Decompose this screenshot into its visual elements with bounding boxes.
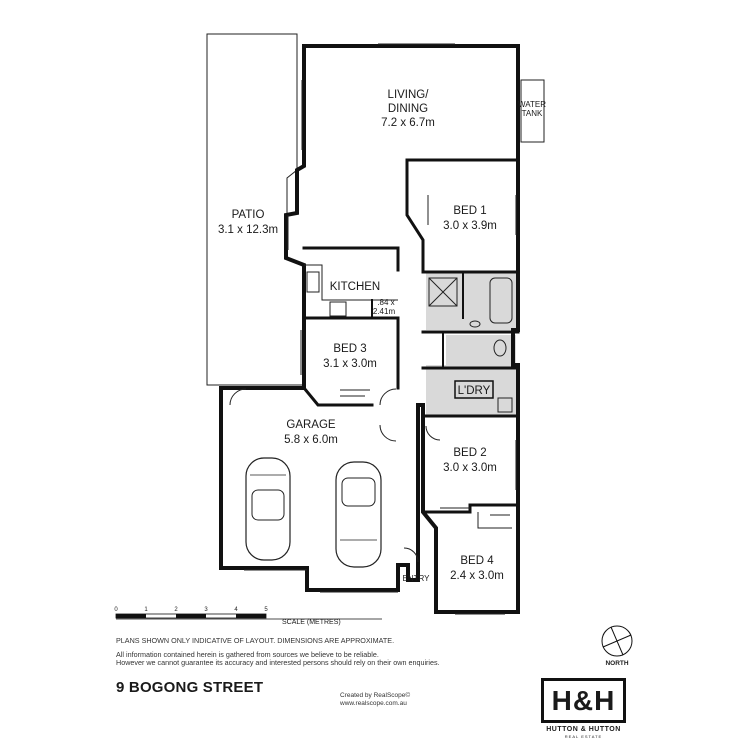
- credit-line-1: Created by RealScope©: [340, 692, 411, 699]
- north-label: NORTH: [605, 660, 629, 667]
- scale-tick-2: 2: [174, 607, 178, 613]
- car-left: [245, 457, 291, 561]
- shower: [428, 277, 458, 307]
- ldry-label: L'DRY: [458, 385, 491, 397]
- shower-diagonal-2: [428, 277, 458, 307]
- garage-internal-door-swing: [379, 424, 397, 442]
- living-label-2: DINING: [388, 103, 428, 115]
- address-title: 9 BOGONG STREET: [116, 679, 264, 696]
- kitchen-sink: [306, 271, 320, 293]
- ensuite-floor: [426, 272, 518, 330]
- patio-label: PATIO: [232, 209, 265, 221]
- cooktop: [329, 301, 347, 317]
- disclaimer-line-1: PLANS SHOWN ONLY INDICATIVE OF LAYOUT. D…: [116, 636, 395, 645]
- kitchen-label: KITCHEN: [330, 281, 380, 293]
- entry-label: ENTRY: [403, 574, 431, 583]
- scale-tick-1: 1: [144, 607, 148, 613]
- bed4-dims: 2.4 x 3.0m: [450, 570, 504, 582]
- garage-label: GARAGE: [286, 419, 336, 431]
- hall-door-swing: [379, 388, 397, 406]
- bed1-left-wall: [405, 158, 425, 274]
- scale-tick-0: 0: [114, 607, 118, 613]
- toilet: [493, 339, 507, 357]
- agency-logo: H&H: [541, 678, 626, 723]
- bed3-robe: [340, 389, 370, 397]
- ldry-label-box: [454, 380, 494, 399]
- bed3-dims: 3.1 x 3.0m: [323, 358, 377, 370]
- patio-dims: 3.1 x 12.3m: [218, 224, 278, 236]
- living-label: LIVING/: [388, 89, 430, 101]
- bed2-bottom-wall: [421, 503, 520, 514]
- bed3-label: BED 3: [333, 343, 366, 355]
- laundry-floor: [426, 365, 518, 415]
- garage-dims: 5.8 x 6.0m: [284, 434, 338, 446]
- credit-line-2: www.realscope.com.au: [340, 699, 407, 707]
- scale-tick-3: 3: [204, 607, 208, 613]
- bed1-label: BED 1: [453, 205, 486, 217]
- scale-bar: [115, 613, 382, 620]
- water-tank-label-2: TANK: [522, 109, 543, 118]
- wc-floor: [446, 335, 516, 365]
- water-tank: [520, 79, 545, 143]
- house-outer-wall: [219, 44, 520, 614]
- scale-tick-4: 4: [234, 607, 238, 613]
- kitchen-bench: [304, 264, 398, 301]
- kitchen-bench-wall: [302, 246, 400, 272]
- living-dims: 7.2 x 6.7m: [381, 117, 435, 129]
- car-right: [335, 461, 382, 568]
- kitchen-small-label: .84 x: [377, 298, 394, 307]
- water-tank-label: WATER: [518, 100, 546, 109]
- bed2-dims: 3.0 x 3.0m: [443, 462, 497, 474]
- bed1-dims: 3.0 x 3.9m: [443, 220, 497, 232]
- laundry-tub: [497, 397, 513, 413]
- agency-logo-mark: H&H: [551, 684, 616, 716]
- bed2-label: BED 2: [453, 447, 486, 459]
- kitchen-small-label-2: 2.41m: [373, 307, 396, 316]
- entry-door-swing: [403, 547, 419, 563]
- bed2-door-swing: [425, 425, 441, 441]
- scale-label: SCALE (METRES): [282, 619, 341, 626]
- north-arrow-icon: [601, 625, 633, 657]
- bed4-robe: [477, 512, 512, 529]
- disclaimer-line-2: All information contained herein is gath…: [116, 650, 379, 659]
- disclaimer-line-3: However we cannot guarantee its accuracy…: [116, 658, 440, 667]
- bathtub: [489, 277, 513, 324]
- bed4-label: BED 4: [460, 555, 494, 567]
- agency-tagline: REAL ESTATE: [564, 734, 603, 739]
- garage-door-swing: [229, 388, 247, 406]
- scale-tick-5: 5: [264, 607, 268, 613]
- agency-name: HUTTON & HUTTON: [546, 726, 621, 733]
- ensuite-basin: [469, 320, 481, 328]
- bed3-bottom-wall: [301, 385, 374, 407]
- credit: Created by RealScope© www.realscope.com.…: [340, 692, 410, 707]
